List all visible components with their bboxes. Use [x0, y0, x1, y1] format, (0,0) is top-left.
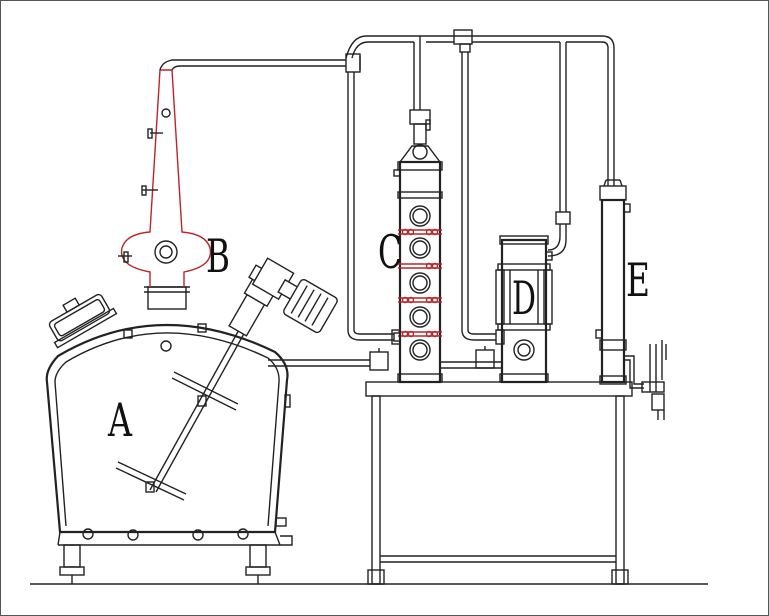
- pot-still-a: [45, 286, 370, 584]
- label-d: D: [512, 271, 536, 325]
- agitator: [115, 257, 338, 501]
- label-a: A: [107, 393, 132, 447]
- support-frame: [365, 381, 633, 585]
- helmet-b: [118, 53, 361, 287]
- piping: [345, 29, 615, 371]
- label-c: C: [378, 225, 402, 279]
- label-b: B: [206, 229, 230, 283]
- column-plate-bands: [398, 228, 442, 338]
- column-c: [393, 109, 443, 384]
- label-e: E: [626, 253, 650, 307]
